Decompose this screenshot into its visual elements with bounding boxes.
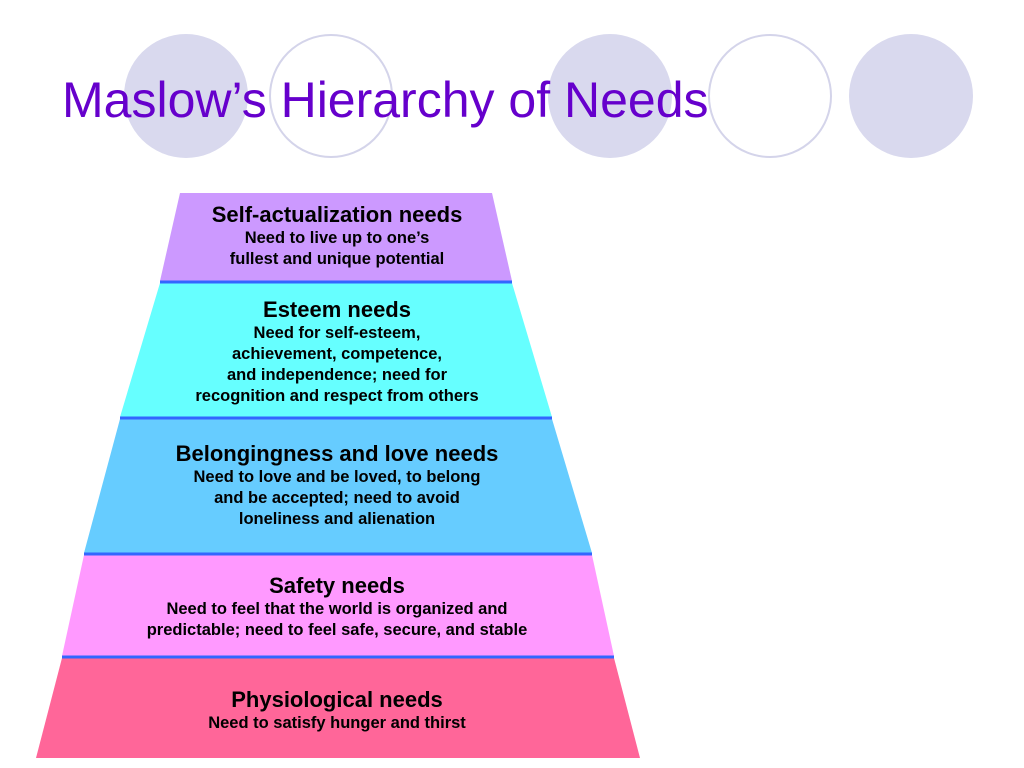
tier-1-shape bbox=[160, 193, 512, 281]
tier-title: Esteem needs bbox=[263, 297, 411, 322]
outline-circle-1 bbox=[269, 34, 393, 158]
tier-description-line: loneliness and alienation bbox=[238, 510, 436, 528]
tier-4-shape bbox=[62, 555, 614, 656]
tier-description-line: recognition and respect from others bbox=[195, 387, 479, 405]
tier-description-line: and independence; need for bbox=[226, 366, 448, 384]
tier-description-line: Need for self-esteem, bbox=[253, 324, 421, 342]
filled-circle-3 bbox=[849, 34, 973, 158]
tier-description-line: Need to love and be loved, to belong bbox=[193, 468, 481, 486]
tier-3-shape bbox=[84, 419, 592, 553]
filled-circle-1 bbox=[124, 34, 248, 158]
tier-title: Safety needs bbox=[269, 573, 405, 598]
filled-circle-2 bbox=[548, 34, 672, 158]
tier-esteem: Esteem needs Need for self-esteem, achie… bbox=[37, 297, 637, 407]
tier-title: Physiological needs bbox=[231, 687, 443, 712]
tier-belongingness: Belongingness and love needs Need to lov… bbox=[37, 441, 637, 530]
tier-self-actualization: Self-actualization needs Need to live up… bbox=[37, 202, 637, 270]
tier-description-line: Need to satisfy hunger and thirst bbox=[208, 714, 466, 732]
tier-description-line: predictable; need to feel safe, secure, … bbox=[146, 621, 528, 639]
tier-description-line: and be accepted; need to avoid bbox=[214, 489, 460, 507]
tier-title: Belongingness and love needs bbox=[175, 441, 499, 466]
tier-description-line: Need to live up to one’s bbox=[244, 229, 430, 247]
tier-title: Self-actualization needs bbox=[211, 202, 463, 227]
tier-5-shape bbox=[36, 658, 640, 758]
tier-description-line: fullest and unique potential bbox=[229, 250, 445, 268]
tier-safety: Safety needs Need to feel that the world… bbox=[37, 573, 637, 641]
tier-2-shape bbox=[120, 283, 552, 417]
tier-description-line: achievement, competence, bbox=[231, 345, 442, 363]
tier-description-line: Need to feel that the world is organized… bbox=[166, 600, 508, 618]
outline-circle-2 bbox=[708, 34, 832, 158]
page-title: Maslow’s Hierarchy of Needs bbox=[62, 72, 709, 128]
tier-physiological: Physiological needs Need to satisfy hung… bbox=[37, 687, 637, 734]
